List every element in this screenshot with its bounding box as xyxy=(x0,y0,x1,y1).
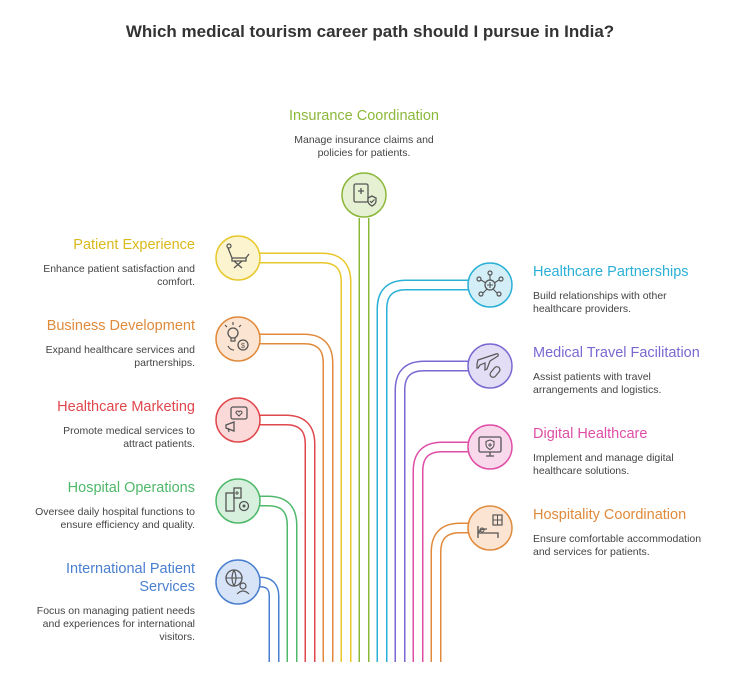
desc-digital-healthcare: Implement and manage digital healthcare … xyxy=(533,452,674,477)
heading-business-development: Business Development xyxy=(46,318,195,334)
desc-healthcare-marketing: Promote medical services to attract pati… xyxy=(63,425,195,450)
connector-hospitality xyxy=(430,522,468,662)
heading-healthcare-partnerships: Healthcare Partnerships xyxy=(533,264,689,280)
megaphone-heart-icon xyxy=(215,397,261,443)
desc-healthcare-partnerships: Build relationships with other healthcar… xyxy=(533,290,667,315)
network-medical-icon xyxy=(467,262,513,308)
insurance-document-icon xyxy=(341,172,387,218)
desc-hospital-operations: Oversee daily hospital functions to ensu… xyxy=(35,506,195,531)
bed-building-icon xyxy=(467,505,513,551)
connector-healthcare-partnerships xyxy=(376,279,468,662)
connector-hospital-operations xyxy=(260,495,298,662)
desc-international-patient: Focus on managing patient needs and expe… xyxy=(36,605,195,643)
connector-medical-travel xyxy=(394,360,468,662)
desc-insurance: Manage insurance claims and policies for… xyxy=(294,134,434,159)
heading-healthcare-marketing: Healthcare Marketing xyxy=(57,399,195,415)
connector-patient-experience xyxy=(260,252,352,662)
desc-medical-travel: Assist patients with travel arrangements… xyxy=(533,371,662,396)
airplane-pill-icon xyxy=(467,343,513,389)
desc-business-development: Expand healthcare services and partnersh… xyxy=(45,344,195,369)
heading-patient-experience: Patient Experience xyxy=(73,237,195,253)
connector-business-development xyxy=(260,333,334,662)
monitor-shield-icon xyxy=(467,424,513,470)
heading-hospital-operations: Hospital Operations xyxy=(67,480,195,496)
desc-patient-experience: Enhance patient satisfaction and comfort… xyxy=(43,263,195,288)
stretcher-icon xyxy=(215,235,261,281)
connector-healthcare-marketing xyxy=(260,414,316,662)
heading-digital-healthcare: Digital Healthcare xyxy=(533,426,648,442)
heading-international-patient: International Patient Services xyxy=(66,561,195,595)
connector-digital-healthcare xyxy=(412,441,468,662)
svg-text:$: $ xyxy=(241,343,245,350)
hospital-gear-icon xyxy=(215,478,261,524)
connector-international-patient xyxy=(259,576,280,662)
diagram-title: Which medical tourism career path should… xyxy=(125,22,615,41)
heading-medical-travel: Medical Travel Facilitation xyxy=(533,345,700,361)
heading-insurance: Insurance Coordination xyxy=(289,108,439,124)
heading-hospitality: Hospitality Coordination xyxy=(533,507,687,523)
growth-idea-icon: $ xyxy=(215,316,261,362)
globe-person-icon xyxy=(215,559,261,605)
desc-hospitality: Ensure comfortable accommodation and ser… xyxy=(533,533,702,558)
